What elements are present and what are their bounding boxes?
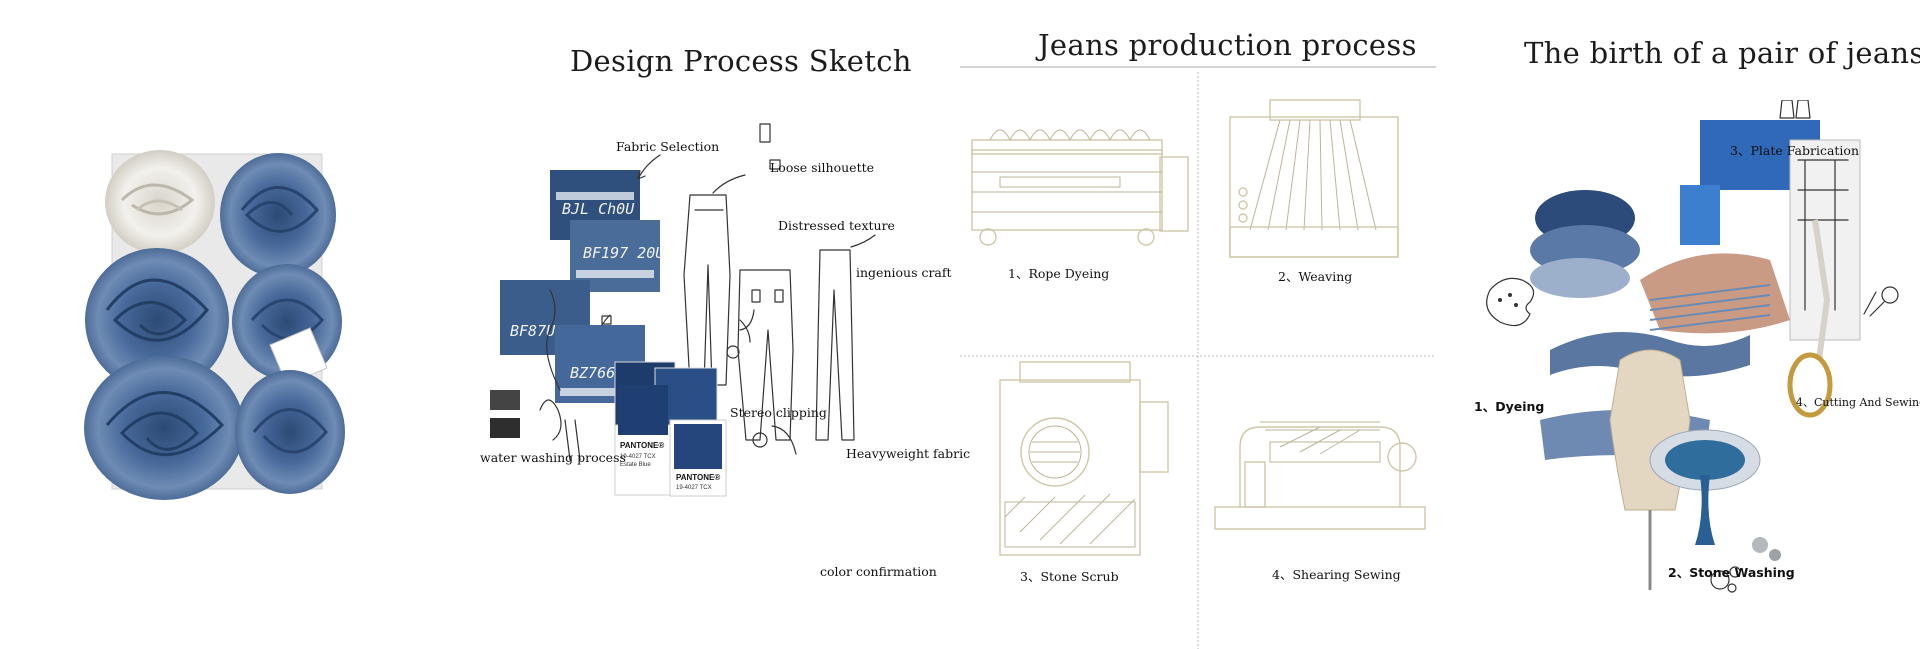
stone-scrub-washer — [999, 361, 1169, 556]
rolled-jeans-photo — [82, 140, 357, 505]
pantone-label-2: PANTONE® — [676, 473, 720, 482]
birth-step-plate-fabrication: 3、Plate Fabrication — [1730, 143, 1860, 158]
pantone-label-1: PANTONE® — [620, 441, 664, 450]
rope-dyeing-machine — [971, 129, 1189, 246]
rolled-jeans-illustration — [84, 150, 345, 500]
label-water-washing: water washing process — [480, 450, 626, 465]
birth-step-cutting-sewing: 4、Cutting And Sewing — [1796, 396, 1920, 409]
fabric-tag-3: BF87U — [510, 322, 556, 340]
fabric-tag-4: BZ766 — [570, 364, 615, 382]
label-loose-silhouette: Loose silhouette — [770, 160, 875, 175]
wash-swatches — [490, 390, 520, 438]
production-panel-title: Jeans production process — [1038, 28, 1417, 62]
design-sketch-illustration: BJL Ch0U BF197 20U BF87U BZ766 — [490, 123, 876, 497]
birth-step-dyeing: 1、Dyeing — [1474, 399, 1545, 414]
fabric-tag-1: BJL Ch0U — [562, 200, 635, 218]
distressed-texture-sketch — [737, 269, 794, 441]
birth-step-stone-washing: 2、Stone Washing — [1668, 565, 1795, 580]
label-stereo-clipping: Stereo clipping — [730, 405, 827, 420]
sewing-machine — [1214, 421, 1426, 530]
palette-icon — [1486, 277, 1535, 327]
label-ingenious-craft: ingenious craft — [856, 265, 952, 280]
production-step-2-label: 2、Weaving — [1278, 269, 1353, 284]
birth-collage — [1486, 100, 1899, 593]
pantone-code-1: 19-4027 TCX — [620, 454, 656, 460]
heavyweight-sketch — [815, 249, 855, 441]
design-panel-title: Design Process Sketch — [570, 44, 912, 78]
birth-panel-title: The birth of a pair of jeans — [1524, 36, 1920, 70]
weaving-machine — [1229, 99, 1399, 258]
label-distressed-texture: Distressed texture — [778, 218, 895, 233]
bubbles-icon — [1710, 566, 1741, 593]
production-step-1-label: 1、Rope Dyeing — [1008, 266, 1110, 281]
label-color-confirmation: color confirmation — [820, 564, 937, 579]
production-step-4-label: 4、Shearing Sewing — [1272, 567, 1401, 582]
pantone-code-2: 19-4027 TCX — [676, 485, 712, 491]
pattern-icon — [1779, 100, 1811, 119]
fabric-tag-2: BF197 20U — [583, 244, 665, 262]
pantone-cards: PANTONE® 19-4027 TCX Estate Blue PANTONE… — [614, 361, 727, 497]
scissors-icon — [1863, 286, 1899, 317]
loose-silhouette-sketch — [683, 194, 731, 386]
label-heavyweight-fabric: Heavyweight fabric — [846, 446, 971, 461]
production-step-3-label: 3、Stone Scrub — [1020, 569, 1119, 584]
production-grid — [960, 66, 1436, 649]
label-fabric-selection: Fabric Selection — [616, 139, 720, 154]
pantone-name-1: Estate Blue — [620, 462, 651, 468]
